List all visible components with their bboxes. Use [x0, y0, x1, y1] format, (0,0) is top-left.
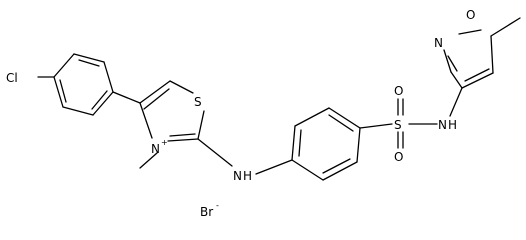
atom-cl: Cl [6, 71, 18, 85]
atom-n-thiazolium-charge: + [161, 138, 168, 147]
molecule-drawing: Cl S N + N H S O O N H N O Br - [6, 8, 521, 219]
bond-nh-phenyl [255, 159, 293, 175]
isoxazole-ring [443, 29, 494, 89]
atom-h-sulfonamide: H [448, 118, 457, 132]
atom-h-amine: H [243, 169, 252, 183]
atom-o-sulfonyl-top: O [394, 84, 403, 98]
atom-s-thiazole: S [194, 95, 202, 109]
atom-n-amine: N [233, 169, 242, 183]
atom-o-isoxazole: O [466, 8, 475, 22]
sulfonylphenyl-ring [291, 107, 361, 181]
counter-ion-symbol: Br [200, 205, 213, 219]
atom-n-isoxazole: N [434, 36, 443, 50]
thiazolium-ring [139, 80, 205, 142]
bond-c2-nh [197, 138, 233, 167]
chlorophenyl-ring [53, 53, 114, 116]
structure-canvas: Cl S N + N H S O O N H N O Br - [6, 8, 521, 219]
bond-phenyl-sulfonyl [359, 123, 393, 129]
bond-nh-isoxazole [449, 87, 463, 117]
counter-ion-charge: - [216, 201, 219, 210]
atom-n-thiazolium: N [151, 142, 160, 156]
bond-isoxazole-methyl [490, 17, 521, 37]
atom-n-sulfonamide: N [438, 118, 447, 132]
bond-phenyl-thiazole [112, 91, 141, 104]
atom-o-sulfonyl-bottom: O [394, 150, 403, 164]
bond-n-methyl [139, 152, 158, 169]
atom-s-sulfonyl: S [394, 118, 402, 132]
